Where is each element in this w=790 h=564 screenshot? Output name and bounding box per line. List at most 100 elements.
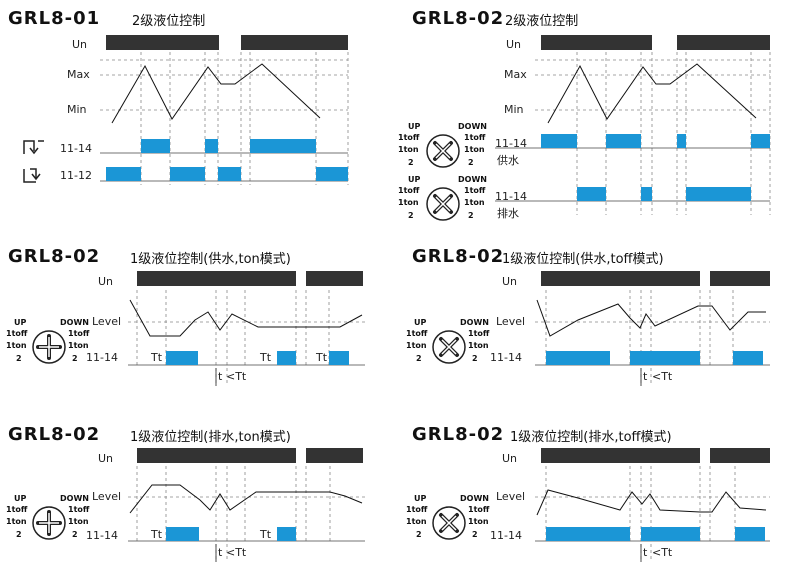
timing-diagram-p3: [128, 271, 365, 386]
model-label: GRL8-02: [8, 246, 101, 267]
relay-label-supply: 11-14: [495, 137, 527, 150]
dial-down-label: DOWN: [60, 494, 89, 503]
dial-two-label: 2: [468, 158, 474, 167]
t-label: t: [218, 370, 223, 383]
dial-toff-label: 1toff: [68, 329, 90, 338]
panel-subtitle: 2级液位控制: [132, 14, 206, 29]
dial-two-label: 2: [408, 211, 414, 220]
level-label: Level: [92, 490, 122, 503]
dial-toff-label: 1toff: [6, 329, 28, 338]
dial-two-label: 2: [72, 530, 78, 539]
rotary-switch-dial-icon: UP DOWN 1toff 1toff 1ton 1ton 2 2: [404, 318, 496, 366]
dial-two-label: 2: [16, 354, 22, 363]
un-label: Un: [506, 38, 522, 51]
dial-ton-label: 1ton: [468, 517, 489, 526]
lt-tt-label: <Tt: [652, 546, 673, 559]
dial-two-label: 2: [72, 354, 78, 363]
rotary-switch-dial-icon: UP DOWN 1toff 1toff 1ton 1ton 2 2: [396, 122, 488, 170]
dial-up-label: UP: [408, 122, 421, 131]
dial-ton-label: 1ton: [6, 517, 27, 526]
relay-label: 11-14: [490, 529, 522, 542]
dial-knob-icon: [432, 330, 466, 364]
level-label: Level: [496, 315, 526, 328]
dial-ton-label: 1ton: [398, 198, 419, 207]
dial-two-label: 2: [416, 354, 422, 363]
relay-label-11-12: 11-12: [60, 169, 92, 182]
dial-ton-label: 1ton: [406, 341, 427, 350]
lt-tt-label: <Tt: [226, 370, 247, 383]
un-label: Un: [502, 275, 518, 288]
relay-label-drain: 11-14: [495, 190, 527, 203]
rotary-switch-dial-icon: UP DOWN 1toff 1toff 1ton 1ton 2 2: [396, 175, 488, 223]
lt-tt-label: <Tt: [652, 370, 673, 383]
un-label: Un: [72, 38, 88, 51]
max-label: Max: [67, 68, 90, 81]
dial-toff-label: 1toff: [464, 186, 486, 195]
dial-ton-label: 1ton: [468, 341, 489, 350]
dial-down-label: DOWN: [460, 318, 489, 327]
dial-two-label: 2: [468, 211, 474, 220]
panel-subtitle: 1级液位控制(排水,ton模式): [130, 430, 291, 445]
relay-sub-supply: 供水: [497, 154, 519, 167]
dial-down-label: DOWN: [458, 122, 487, 131]
dial-up-label: UP: [414, 318, 427, 327]
dial-toff-label: 1toff: [68, 505, 90, 514]
level-label: Level: [496, 490, 526, 503]
relay-symbol-nc-icon: [23, 168, 41, 183]
dial-toff-label: 1toff: [468, 329, 490, 338]
model-label: GRL8-01: [8, 8, 101, 29]
un-label: Un: [502, 452, 518, 465]
dial-toff-label: 1toff: [406, 329, 428, 338]
dial-up-label: UP: [408, 175, 421, 184]
dial-two-label: 2: [408, 158, 414, 167]
t-label: t: [643, 370, 648, 383]
panel-subtitle: 1级液位控制(供水,toff模式): [502, 252, 664, 267]
dial-down-label: DOWN: [458, 175, 487, 184]
dial-two-label: 2: [16, 530, 22, 539]
tt-label: Tt: [316, 351, 328, 364]
dial-ton-label: 1ton: [406, 517, 427, 526]
dial-toff-label: 1toff: [398, 186, 420, 195]
un-label: Un: [98, 275, 114, 288]
lt-tt-label: <Tt: [226, 546, 247, 559]
dial-toff-label: 1toff: [464, 133, 486, 142]
model-label: GRL8-02: [8, 424, 101, 445]
dial-ton-label: 1ton: [68, 341, 89, 350]
relay-label: 11-14: [86, 529, 118, 542]
dial-ton-label: 1ton: [464, 198, 485, 207]
tt-label: Tt: [151, 351, 163, 364]
rotary-switch-dial-icon: UP DOWN 1toff 1toff 1ton 1ton 2 2: [404, 494, 496, 542]
timing-diagram-p2: [495, 35, 771, 215]
dial-knob-icon: [32, 506, 66, 540]
min-label: Min: [67, 103, 87, 116]
min-label: Min: [504, 103, 524, 116]
max-label: Max: [504, 68, 527, 81]
dial-up-label: UP: [14, 494, 27, 503]
relay-symbol-no-icon: [23, 140, 44, 155]
timing-diagram-p4: [535, 271, 770, 386]
t-label: t: [218, 546, 223, 559]
timing-diagram-p1: [100, 35, 349, 185]
panel-subtitle: 2级液位控制: [505, 14, 579, 29]
dial-two-label: 2: [472, 530, 478, 539]
dial-knob-icon: [426, 187, 460, 221]
rotary-switch-dial-icon: UP DOWN 1toff 1toff 1ton 1ton 2 2: [4, 494, 96, 542]
t-label: t: [643, 546, 648, 559]
tt-label: Tt: [260, 528, 272, 541]
model-label: GRL8-02: [412, 246, 505, 267]
dial-down-label: DOWN: [60, 318, 89, 327]
dial-ton-label: 1ton: [398, 145, 419, 154]
un-label: Un: [98, 452, 114, 465]
relay-label: 11-14: [86, 351, 118, 364]
dial-down-label: DOWN: [460, 494, 489, 503]
dial-knob-icon: [432, 506, 466, 540]
relay-label: 11-14: [490, 351, 522, 364]
dial-toff-label: 1toff: [6, 505, 28, 514]
relay-label-11-14: 11-14: [60, 142, 92, 155]
dial-toff-label: 1toff: [468, 505, 490, 514]
model-label: GRL8-02: [412, 8, 505, 29]
dial-ton-label: 1ton: [68, 517, 89, 526]
tt-label: Tt: [260, 351, 272, 364]
